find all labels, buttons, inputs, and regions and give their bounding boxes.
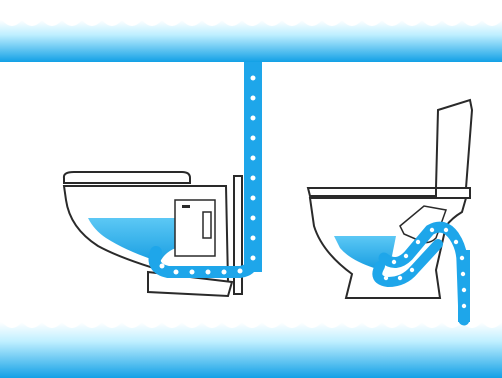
top-wave-crest xyxy=(0,0,502,26)
water-drops-right xyxy=(383,227,467,309)
flow-path-right xyxy=(378,221,470,326)
top-water-band xyxy=(0,0,502,62)
bottom-water-band xyxy=(0,300,502,378)
bottom-wave-crest xyxy=(0,300,502,328)
wall-mounted-toilet xyxy=(62,62,262,298)
floor-standing-toilet xyxy=(306,98,474,326)
water-drops-left xyxy=(159,75,256,275)
